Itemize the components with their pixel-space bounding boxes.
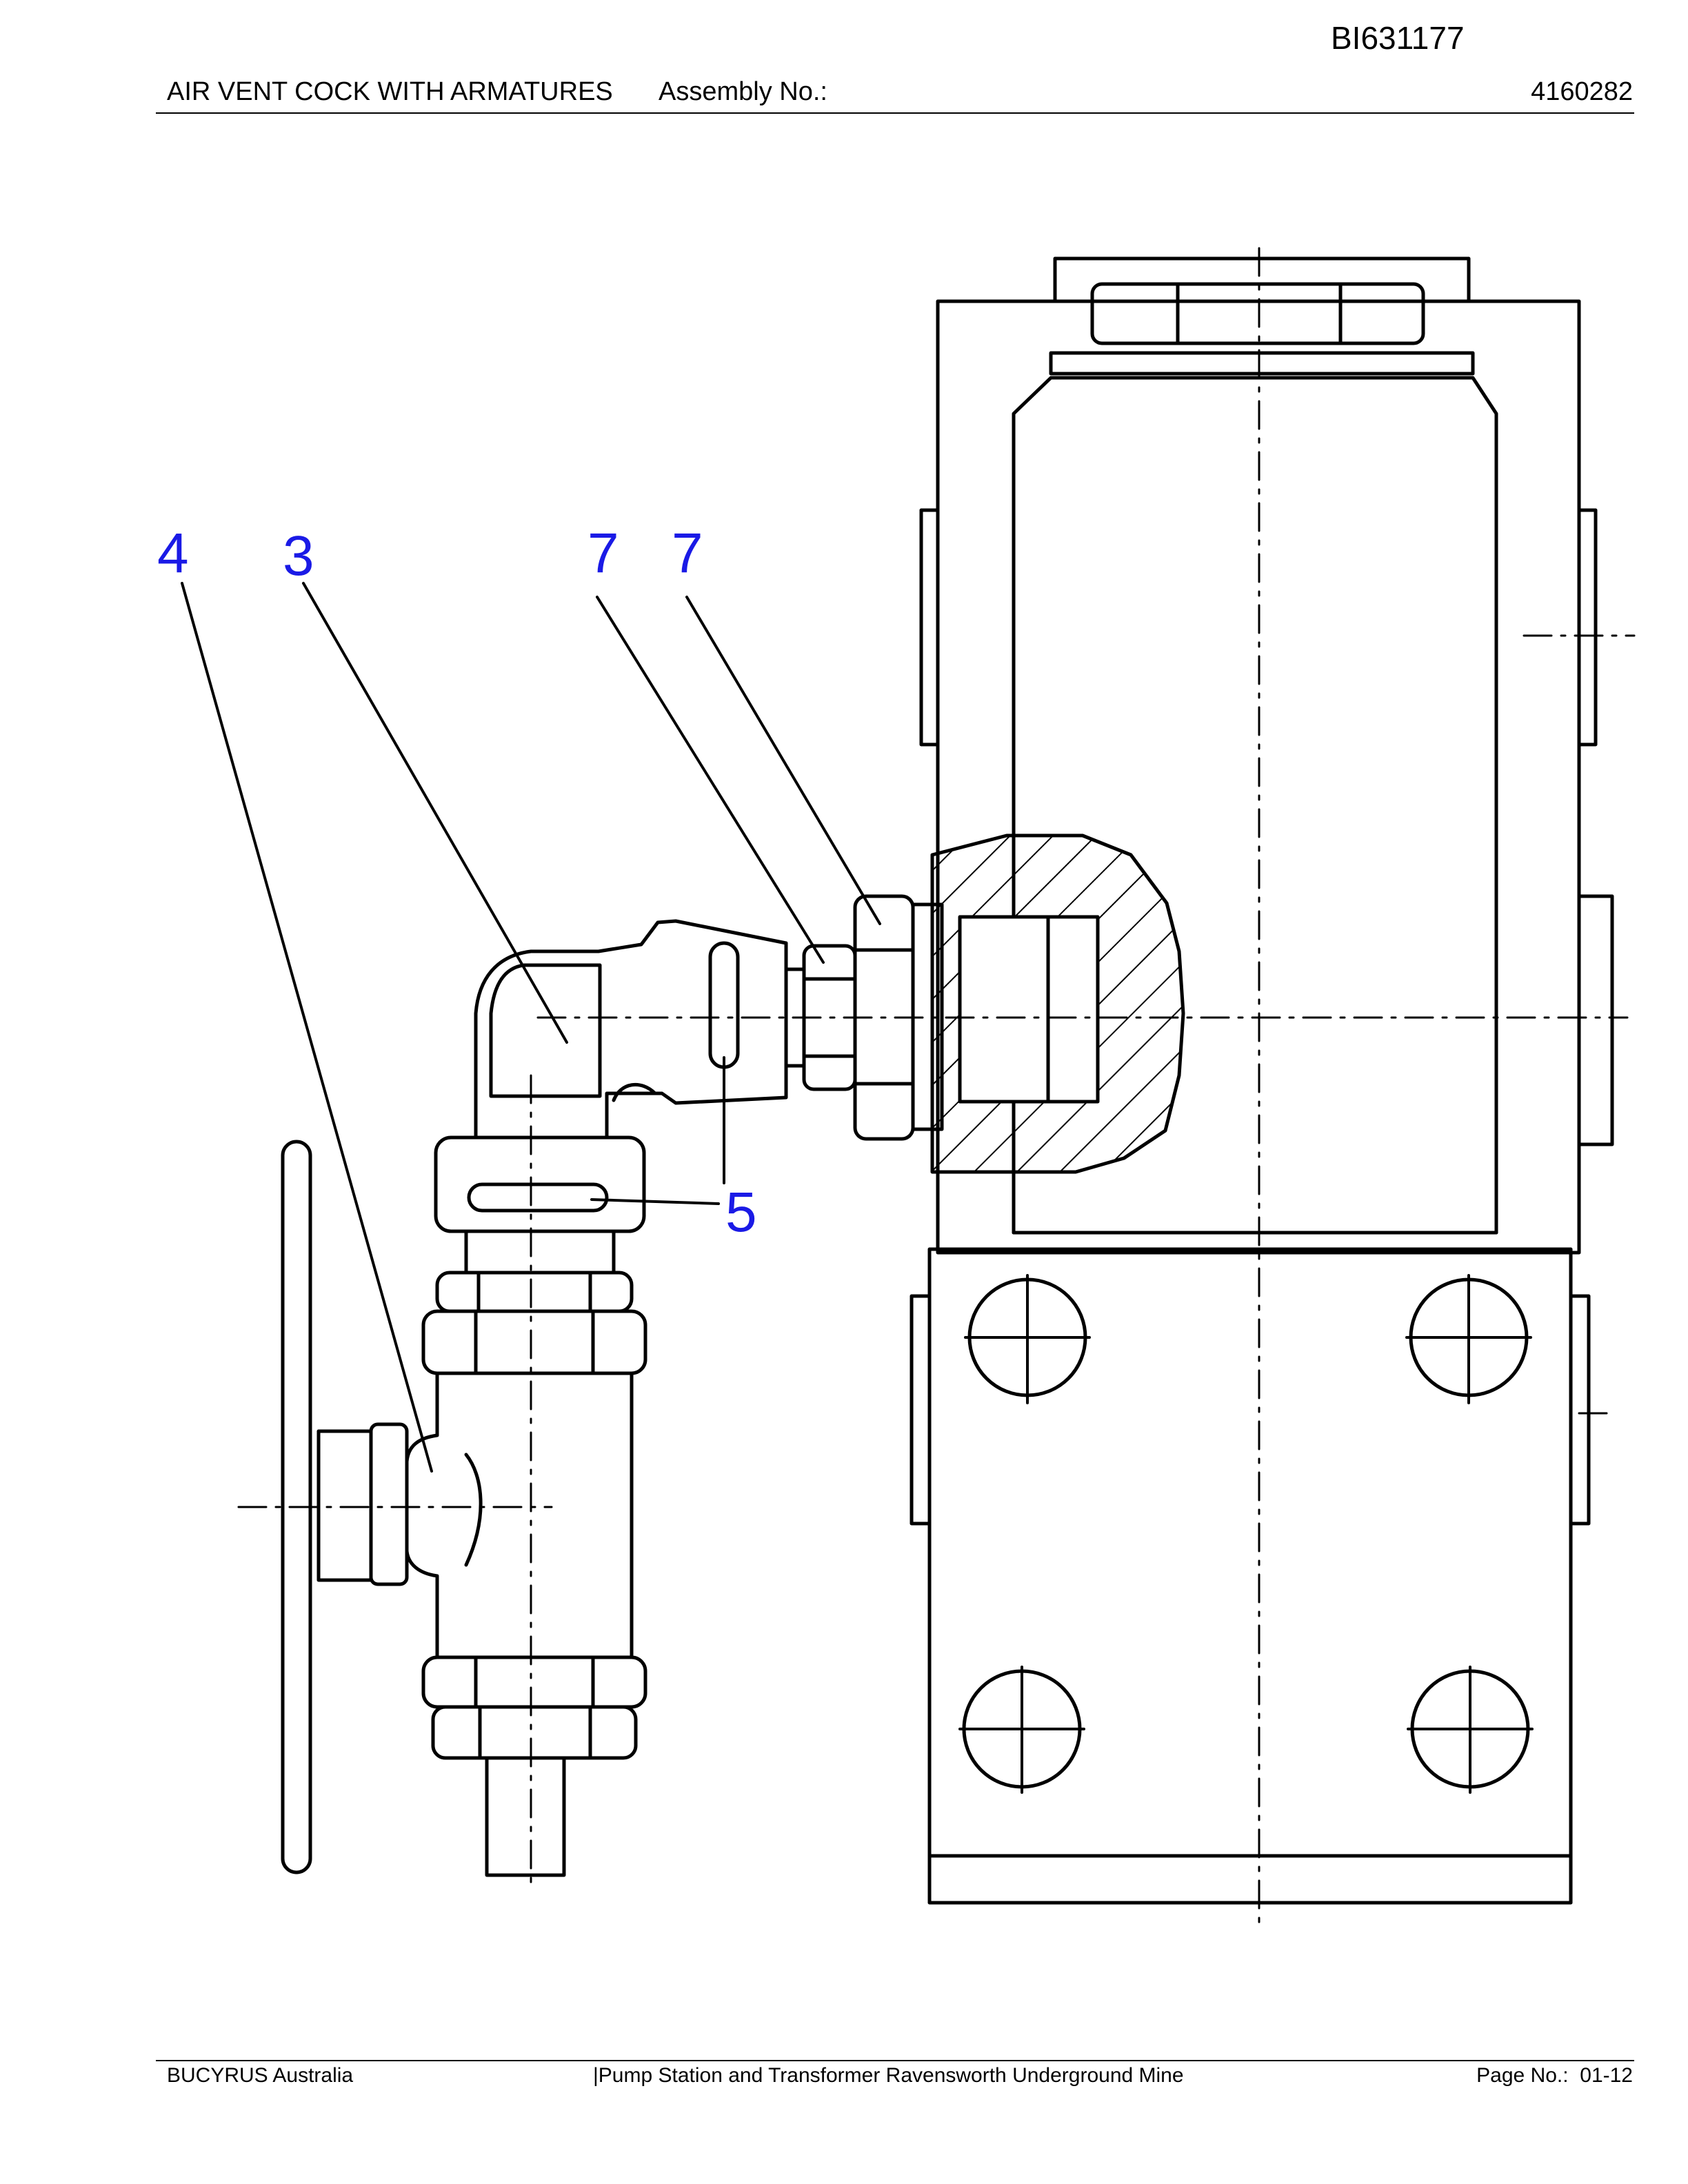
footer-project: |Pump Station and Transformer Ravenswort…: [593, 2064, 1184, 2087]
callout-4: 4: [157, 522, 189, 585]
callout-7-right: 7: [672, 522, 703, 585]
callout-labels: 4 3 7 7 5: [157, 522, 757, 1244]
pump-housing: [910, 256, 1614, 1905]
connection-nuts: [784, 894, 944, 1141]
callout-7-left: 7: [587, 522, 619, 585]
page-number: 01-12: [1580, 2064, 1633, 2087]
assembly-label: Assembly No.:: [659, 77, 827, 106]
document-id: BI631177: [1331, 20, 1465, 56]
centre-lines: [237, 247, 1636, 1932]
header-rule: [156, 112, 1634, 114]
callout-3: 3: [283, 525, 314, 587]
footer-page: Page No.: 01-12: [1476, 2064, 1633, 2087]
document-title: AIR VENT COCK WITH ARMATURES: [167, 77, 613, 106]
valve-body: [281, 1140, 647, 1877]
assembly-number: 4160282: [1531, 77, 1633, 106]
page-label: Page No.:: [1476, 2064, 1569, 2087]
footer-company: BUCYRUS Australia: [167, 2064, 354, 2087]
footer-rule: [156, 2060, 1634, 2061]
leader-lines: [181, 582, 881, 1473]
elbow-fitting: [434, 919, 788, 1275]
callout-5: 5: [725, 1181, 757, 1244]
